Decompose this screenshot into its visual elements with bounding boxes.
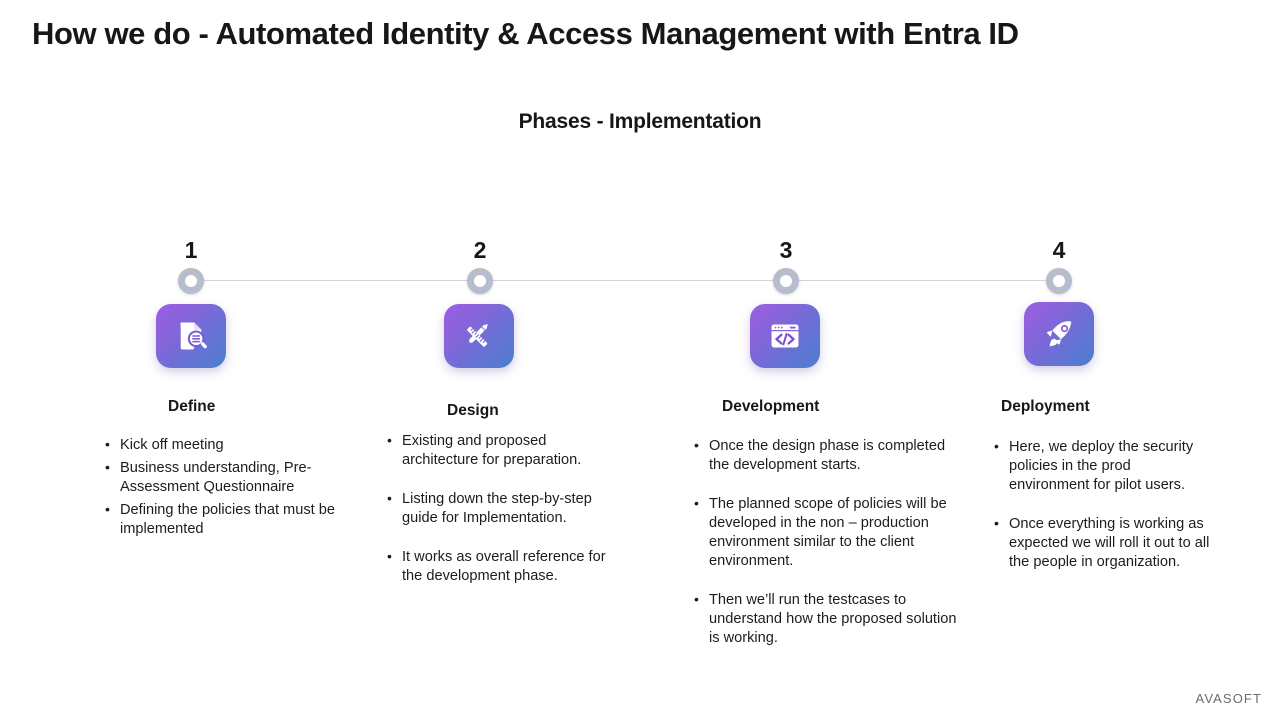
list-item: Then we’ll run the testcases to understa… [693,590,961,648]
phase-number-3: 3 [779,237,793,263]
phase-bullets-3: Once the design phase is completed the d… [693,436,961,652]
footer-logo: AVASOFT [1195,691,1262,706]
timeline-node-3[interactable] [773,268,799,294]
list-item: Here, we deploy the security policies in… [993,437,1215,495]
phase-icon-tile-1[interactable] [156,304,226,368]
phase-bullets-1: Kick off meeting Business understanding,… [104,435,352,543]
code-window-icon [766,317,804,355]
pencil-ruler-icon [460,317,498,355]
phase-icon-tile-2[interactable] [444,304,514,368]
list-item: Defining the policies that must be imple… [104,500,352,539]
list-item: It works as overall reference for the de… [386,547,622,586]
list-item: Kick off meeting [104,435,352,455]
phase-icon-tile-4[interactable] [1024,302,1094,366]
timeline-node-2[interactable] [467,268,493,294]
timeline-rail [191,280,1060,281]
phase-heading-1: Define [168,398,216,415]
phase-bullets-4: Here, we deploy the security policies in… [993,437,1215,576]
rocket-icon [1040,315,1078,353]
timeline-node-1[interactable] [178,268,204,294]
phase-icon-tile-3[interactable] [750,304,820,368]
timeline-node-4[interactable] [1046,268,1072,294]
phase-heading-2: Design [447,402,499,419]
list-item: The planned scope of policies will be de… [693,494,961,571]
phase-number-4: 4 [1052,237,1066,263]
page-subtitle: Phases - Implementation [518,110,762,133]
phase-number-1: 1 [184,237,198,263]
list-item: Once everything is working as expected w… [993,514,1215,572]
page-title: How we do - Automated Identity & Access … [32,16,1019,51]
document-search-icon [172,317,210,355]
phase-number-2: 2 [473,237,487,263]
list-item: Existing and proposed architecture for p… [386,431,622,470]
list-item: Listing down the step-by-step guide for … [386,489,622,528]
list-item: Business understanding, Pre-Assessment Q… [104,458,352,497]
phase-heading-4: Deployment [1001,398,1090,415]
list-item: Once the design phase is completed the d… [693,436,961,475]
phase-heading-3: Development [722,398,820,415]
phase-bullets-2: Existing and proposed architecture for p… [386,431,622,590]
